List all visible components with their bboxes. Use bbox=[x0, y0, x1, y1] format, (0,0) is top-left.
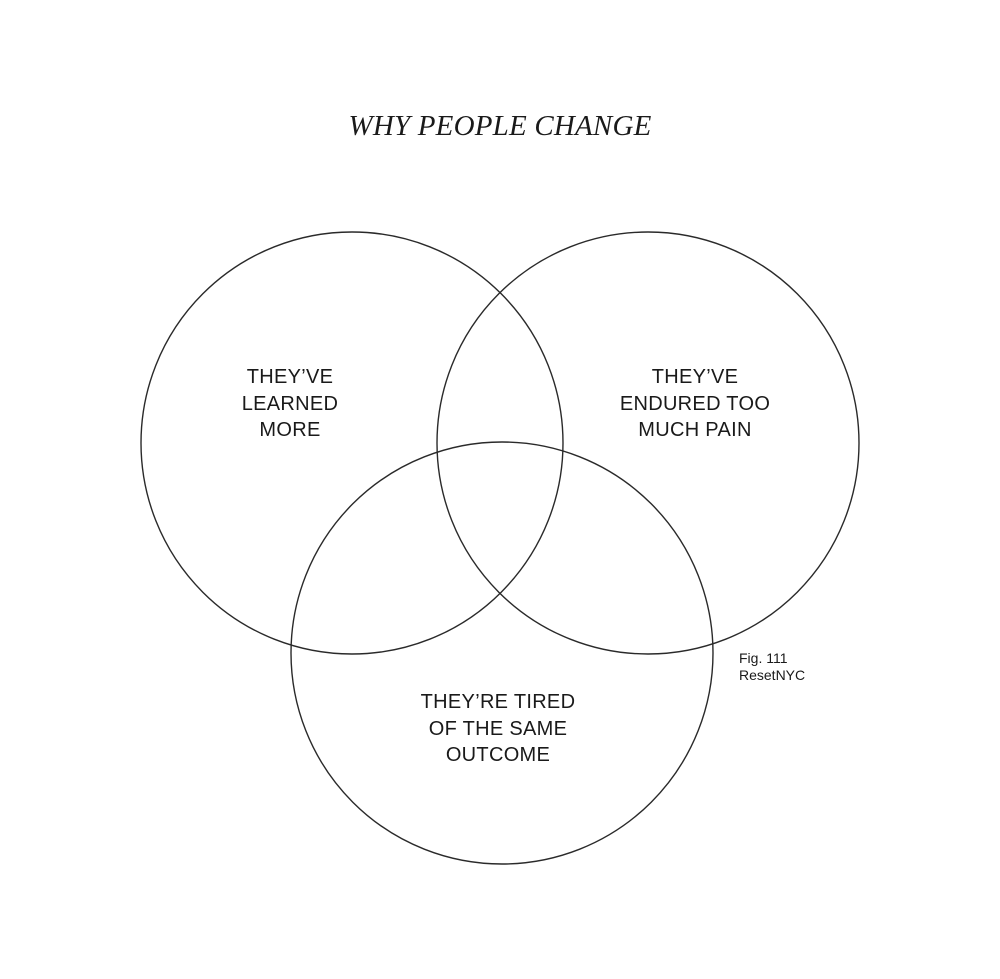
set-label-line: THEY’RE TIRED bbox=[420, 691, 576, 713]
set-label-line: MUCH PAIN bbox=[638, 419, 752, 441]
figure-source: ResetNYC bbox=[739, 667, 806, 683]
figure-number: Fig. 111 bbox=[739, 650, 788, 666]
set-label-endured-pain: THEY’VE ENDURED TOO MUCH PAIN bbox=[595, 364, 795, 444]
figure-caption: Fig. 111 ResetNYC bbox=[739, 650, 805, 684]
set-label-line: MORE bbox=[259, 419, 321, 441]
circle-learned-more bbox=[140, 231, 564, 655]
set-label-line: OF THE SAME bbox=[428, 717, 568, 740]
set-label-line: THEY’VE bbox=[246, 366, 334, 388]
set-label-line: THEY’VE bbox=[651, 366, 739, 388]
set-label-line: OUTCOME bbox=[445, 744, 551, 766]
diagram-title: WHY PEOPLE CHANGE bbox=[348, 110, 652, 142]
circle-tired-same-outcome bbox=[290, 441, 714, 865]
set-label-tired-same-outcome: THEY’RE TIRED OF THE SAME OUTCOME bbox=[378, 689, 618, 769]
circle-endured-pain bbox=[436, 231, 860, 655]
set-label-learned-more: THEY’VE LEARNED MORE bbox=[190, 364, 390, 444]
set-label-line: LEARNED bbox=[241, 392, 339, 415]
set-label-line: ENDURED TOO bbox=[619, 392, 771, 415]
